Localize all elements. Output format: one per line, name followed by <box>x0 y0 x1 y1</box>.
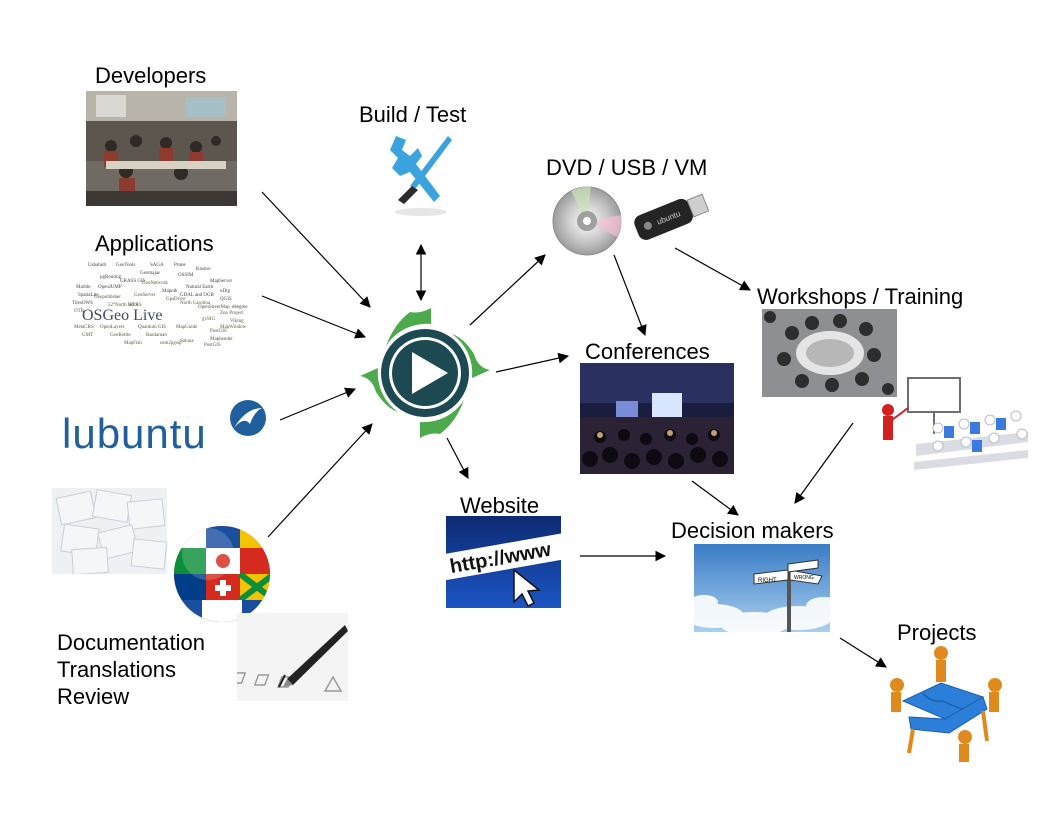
word-cloud-term: PostGIS <box>210 329 227 334</box>
usb-stick-icon: ubuntu <box>627 182 711 246</box>
wrench-screwdriver-icon <box>388 130 454 218</box>
word-cloud-term: GRASS GIS <box>120 279 146 284</box>
word-cloud-term: Marble <box>76 285 91 290</box>
lubuntu-emblem-icon <box>230 400 266 436</box>
word-cloud-term: Zoo Project <box>220 311 244 316</box>
signpost-wrong-text: WRONG <box>794 575 814 581</box>
word-cloud-term: Viking <box>230 319 244 324</box>
word-cloud-term: GDAL and OGR <box>180 293 215 298</box>
arrow-hub-to-dvd <box>469 254 546 326</box>
label-review: Review <box>57 684 130 709</box>
training-classroom-image <box>878 374 1033 470</box>
word-cloud-term: GpsDrive <box>166 297 186 302</box>
word-cloud-term: osm2pgsql <box>160 341 182 346</box>
label-projects: Projects <box>897 620 977 645</box>
word-cloud-term: North Carolina <box>180 301 211 306</box>
word-cloud-term: OpenJUMP <box>98 285 122 290</box>
arrow-lubuntu-to-hub <box>279 387 356 421</box>
word-cloud-term: TilesOWS <box>72 301 93 306</box>
projects-puzzle-image <box>883 645 1005 765</box>
arrow-dvd-to-workshops <box>674 247 751 291</box>
conferences-photo <box>580 363 734 474</box>
word-cloud-term: Quantum GIS <box>138 325 166 330</box>
arrow-workshops-to-decision <box>794 422 854 504</box>
word-cloud-term: Geomajas <box>140 271 160 276</box>
word-cloud-term: Natural Earth <box>186 285 214 290</box>
dvd-disc-icon <box>551 185 623 257</box>
word-cloud-term: SAGA <box>150 263 164 268</box>
word-cloud-term: GMT <box>82 333 93 338</box>
word-cloud-term: OTB <box>74 309 85 314</box>
arrow-developers-to-hub <box>261 191 371 308</box>
word-cloud-term: pgRouting <box>100 275 122 280</box>
label-dvd-usb-vm: DVD / USB / VM <box>546 155 708 180</box>
word-cloud-term: Kosmo <box>196 267 211 272</box>
word-cloud-term: deegree <box>232 305 248 310</box>
word-cloud-term: GeoTools <box>116 263 135 268</box>
word-cloud-term: MetaCRS <box>74 325 94 330</box>
lubuntu-logo: lubuntu <box>62 398 272 456</box>
osgeo-live-hub-logo <box>356 304 494 442</box>
word-cloud-term: GeoServer <box>134 293 156 298</box>
word-cloud-term: uDig <box>220 289 231 294</box>
review-checklist-pen-image <box>237 613 348 701</box>
word-cloud-term: MapWindow <box>220 325 247 330</box>
word-cloud-term: SpatiaLite <box>78 293 99 298</box>
word-cloud-term: Rasdaman <box>146 333 167 338</box>
word-cloud-term: Prune <box>174 263 186 268</box>
word-cloud-term: MapServer <box>210 279 233 284</box>
label-translations: Translations <box>57 657 177 682</box>
word-cloud-term: GeoNetwork <box>142 281 168 286</box>
arrow-docs-to-hub <box>267 423 373 538</box>
label-decision-makers: Decision makers <box>671 518 834 543</box>
documentation-papers-image <box>52 488 167 574</box>
applications-word-cloud: Ushahidi GeoTools SAGA Prune Kosmo Geoma… <box>70 258 252 350</box>
website-http-image: http://www <box>446 516 561 608</box>
word-cloud-term: QGIS <box>220 297 232 302</box>
label-build-test: Build / Test <box>359 102 467 127</box>
word-cloud-term: Mapbender <box>210 337 233 342</box>
word-cloud-term: IbLAS <box>128 303 142 308</box>
signpost-right-text: RIGHT <box>758 578 777 584</box>
label-workshops-training: Workshops / Training <box>757 284 964 309</box>
word-cloud-term: MapGuide <box>176 325 198 330</box>
label-documentation: Documentation <box>57 630 205 655</box>
arrow-hub-to-conferences <box>495 352 570 373</box>
word-cloud-term: Mapnik <box>162 289 178 294</box>
word-cloud-headline: OSGeo Live <box>82 307 162 324</box>
arrow-hub-to-website <box>446 437 469 479</box>
word-cloud-term: Ushahidi <box>88 263 107 268</box>
word-cloud-term: gvSIG <box>202 317 215 322</box>
label-conferences: Conferences <box>585 339 710 364</box>
arrow-applications-to-hub <box>261 295 367 339</box>
word-cloud-term: PostGIS <box>204 343 221 348</box>
word-cloud-term: Saluna <box>180 339 194 344</box>
word-cloud-term: OSSIM <box>178 273 194 278</box>
label-developers: Developers <box>95 63 207 88</box>
workshops-photo <box>762 309 897 397</box>
arrow-dvd-to-conferences <box>613 254 647 337</box>
word-cloud-term: OpenLayers <box>100 325 124 330</box>
arrow-decision-to-projects <box>839 637 887 668</box>
arrow-conferences-to-decision <box>691 480 739 516</box>
word-cloud-term: MapFish <box>124 341 142 346</box>
developers-photo <box>86 91 237 206</box>
decision-makers-signpost-image: RIGHT WRONG <box>694 544 830 632</box>
label-website: Website <box>460 493 540 518</box>
label-applications: Applications <box>95 231 214 256</box>
word-cloud-term: GeoKettle <box>110 333 131 338</box>
word-cloud-term: Geopublisher <box>94 295 121 300</box>
word-cloud-term: 52°North WPS <box>108 303 138 308</box>
lubuntu-wordmark: lubuntu <box>62 410 207 457</box>
flags-globe-icon <box>172 524 272 624</box>
word-cloud-term: OpenStreetMap <box>198 305 230 310</box>
